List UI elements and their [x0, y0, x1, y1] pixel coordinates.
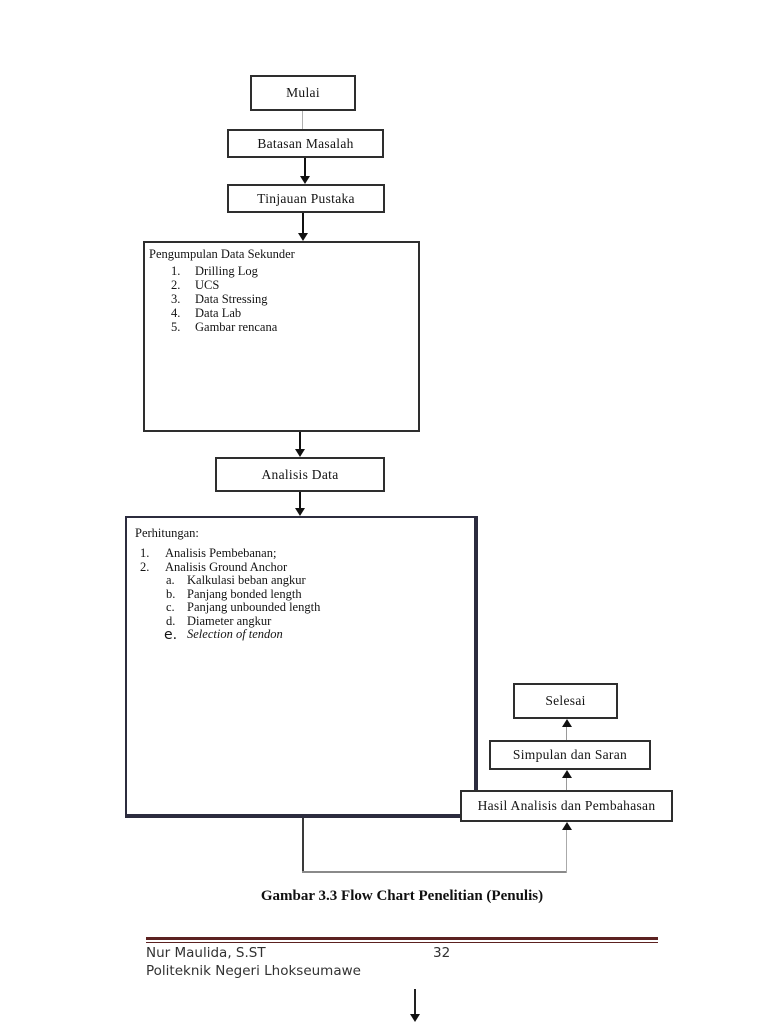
connector-up-to-hasil: [566, 830, 567, 873]
perhitungan-title: Perhitungan:: [135, 526, 199, 540]
footer-institution: Politeknik Negeri Lhokseumawe: [146, 963, 361, 979]
list-item: 2. Analisis Ground Anchor: [140, 559, 288, 574]
arrow-down-icon: [300, 176, 310, 184]
connector-tinjauan-pengumpulan: [302, 213, 304, 234]
flow-node-label: Batasan Masalah: [257, 135, 354, 151]
flow-node-hasil-analisis-dan-pembahasan: Hasil Analisis dan Pembahasan: [460, 790, 673, 822]
list-item: 3. Data Stressing: [171, 292, 268, 306]
flow-node-label: Analisis Data: [261, 466, 339, 482]
arrow-up-icon: [562, 719, 572, 727]
flow-node-pengumpulan-data-sekunder: Pengumpulan Data Sekunder 1. Drilling Lo…: [143, 241, 420, 432]
list-item: b. Panjang bonded length: [166, 586, 302, 601]
arrow-down-icon: [410, 1014, 420, 1022]
footer-author: Nur Maulida, S.ST: [146, 945, 266, 961]
footer-page-number: 32: [433, 945, 451, 961]
arrow-down-icon: [295, 449, 305, 457]
flow-node-analisis-data: Analisis Data: [215, 457, 385, 492]
list-item: 2. UCS: [171, 278, 220, 292]
flow-node-tinjauan-pustaka: Tinjauan Pustaka: [227, 184, 385, 213]
connector-analisis-perhitungan: [299, 492, 301, 509]
list-item: 1. Analisis Pembebanan;: [140, 546, 277, 560]
arrow-up-icon: [562, 770, 572, 778]
list-item: c. Panjang unbounded length: [166, 600, 321, 614]
connector-pengumpulan-analisis: [299, 432, 301, 450]
connector-batasan-tinjauan: [304, 158, 306, 177]
connector-perhitungan-down: [302, 818, 304, 873]
continuation-arrow-line: [414, 989, 416, 1016]
arrow-down-icon: [295, 508, 305, 516]
connector-elbow-horizontal: [302, 871, 567, 873]
flow-node-label: Hasil Analisis dan Pembahasan: [477, 798, 656, 813]
pengumpulan-title: Pengumpulan Data Sekunder: [149, 247, 295, 261]
connector-hasil-simpulan: [566, 778, 567, 790]
list-item: d. Diameter angkur: [166, 613, 272, 628]
flow-node-label: Selesai: [545, 693, 586, 708]
flow-node-mulai: Mulai: [250, 75, 356, 111]
connector-simpulan-selesai: [566, 727, 567, 740]
flow-node-perhitungan: Perhitungan: 1. Analisis Pembebanan; 2. …: [125, 516, 478, 818]
flow-node-selesai: Selesai: [513, 683, 618, 719]
flow-node-label: Mulai: [286, 85, 320, 100]
flow-node-batasan-masalah: Batasan Masalah: [227, 129, 384, 158]
flow-node-label: Simpulan dan Saran: [512, 747, 628, 762]
arrow-up-icon: [562, 822, 572, 830]
list-item: 1. Drilling Log: [171, 264, 258, 278]
list-item: 5. Gambar rencana: [171, 320, 278, 334]
flow-node-label: Tinjauan Pustaka: [257, 190, 355, 206]
figure-caption: Gambar 3.3 Flow Chart Penelitian (Penuli…: [260, 888, 544, 904]
flow-node-simpulan-dan-saran: Simpulan dan Saran: [489, 740, 651, 770]
connector-mulai-batasan: [302, 111, 303, 129]
list-item: a. Kalkulasi beban angkur: [166, 573, 306, 587]
list-item: 4. Data Lab: [171, 306, 242, 320]
arrow-down-icon: [298, 233, 308, 241]
list-item: e. Selection of tendon: [164, 627, 283, 643]
footer-rule: [146, 937, 658, 943]
